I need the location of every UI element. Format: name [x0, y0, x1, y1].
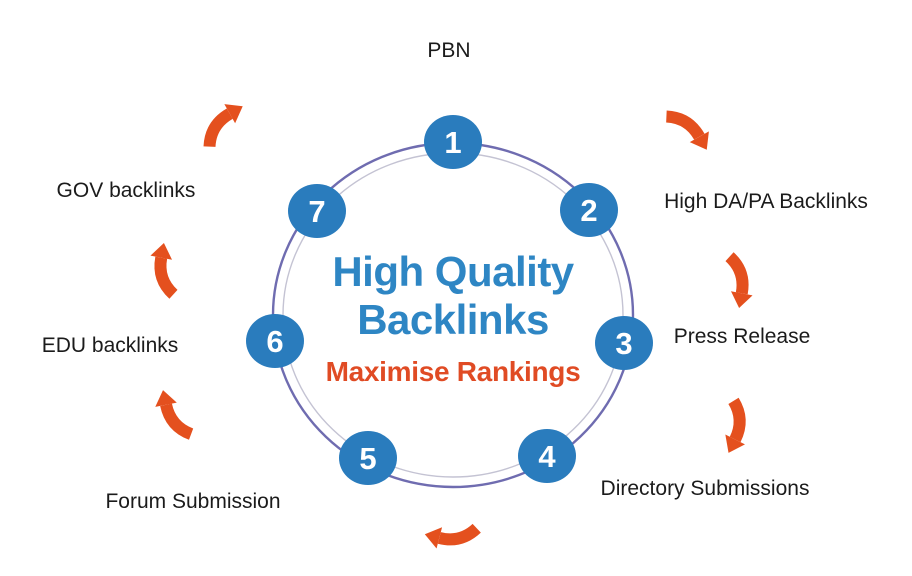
label-forum-submission: Forum Submission [105, 490, 281, 513]
curved-arrow-icon-dapa-to-press [725, 252, 753, 309]
node-1-pbn: 1 [424, 115, 482, 169]
label-high-da-pa-backlinks: High DA/PA Backlinks [664, 190, 868, 213]
label-gov-backlinks: GOV backlinks [56, 179, 196, 202]
node-6-edu-backlinks: 6 [246, 314, 304, 368]
diagram-center-text: High Quality Backlinks Maximise Rankings [326, 248, 581, 388]
node-5-forum-submission: 5 [339, 431, 397, 485]
label-pbn: PBN [427, 39, 471, 62]
node-1-number: 1 [444, 124, 462, 160]
diagram-title-line1: High Quality [332, 248, 574, 295]
curved-arrow-icon-forum-to-edu [155, 390, 194, 440]
node-5-number: 5 [359, 440, 377, 476]
label-edu-backlinks: EDU backlinks [41, 334, 179, 357]
node-2-high-da-pa: 2 [560, 183, 618, 237]
curved-arrow-icon-edu-to-gov [150, 242, 178, 299]
label-directory-submissions: Directory Submissions [600, 477, 810, 500]
node-3-press-release: 3 [595, 316, 653, 370]
curved-arrow-icon-press-to-directory [725, 397, 746, 453]
node-4-directory-submissions: 4 [518, 429, 576, 483]
curved-arrow-icon-gov-to-pbn [203, 104, 243, 148]
label-press-release: Press Release [673, 325, 811, 348]
node-7-gov-backlinks: 7 [288, 184, 346, 238]
curved-arrow-icon-directory-to-forum [424, 523, 481, 549]
node-4-number: 4 [538, 438, 556, 474]
node-2-number: 2 [580, 192, 598, 228]
node-7-number: 7 [308, 193, 326, 229]
diagram-subtitle: Maximise Rankings [325, 356, 581, 387]
node-3-number: 3 [615, 325, 633, 361]
diagram-title-line2: Backlinks [357, 296, 549, 343]
curved-arrow-icon-pbn-to-dapa [665, 110, 709, 150]
node-6-number: 6 [266, 323, 284, 359]
